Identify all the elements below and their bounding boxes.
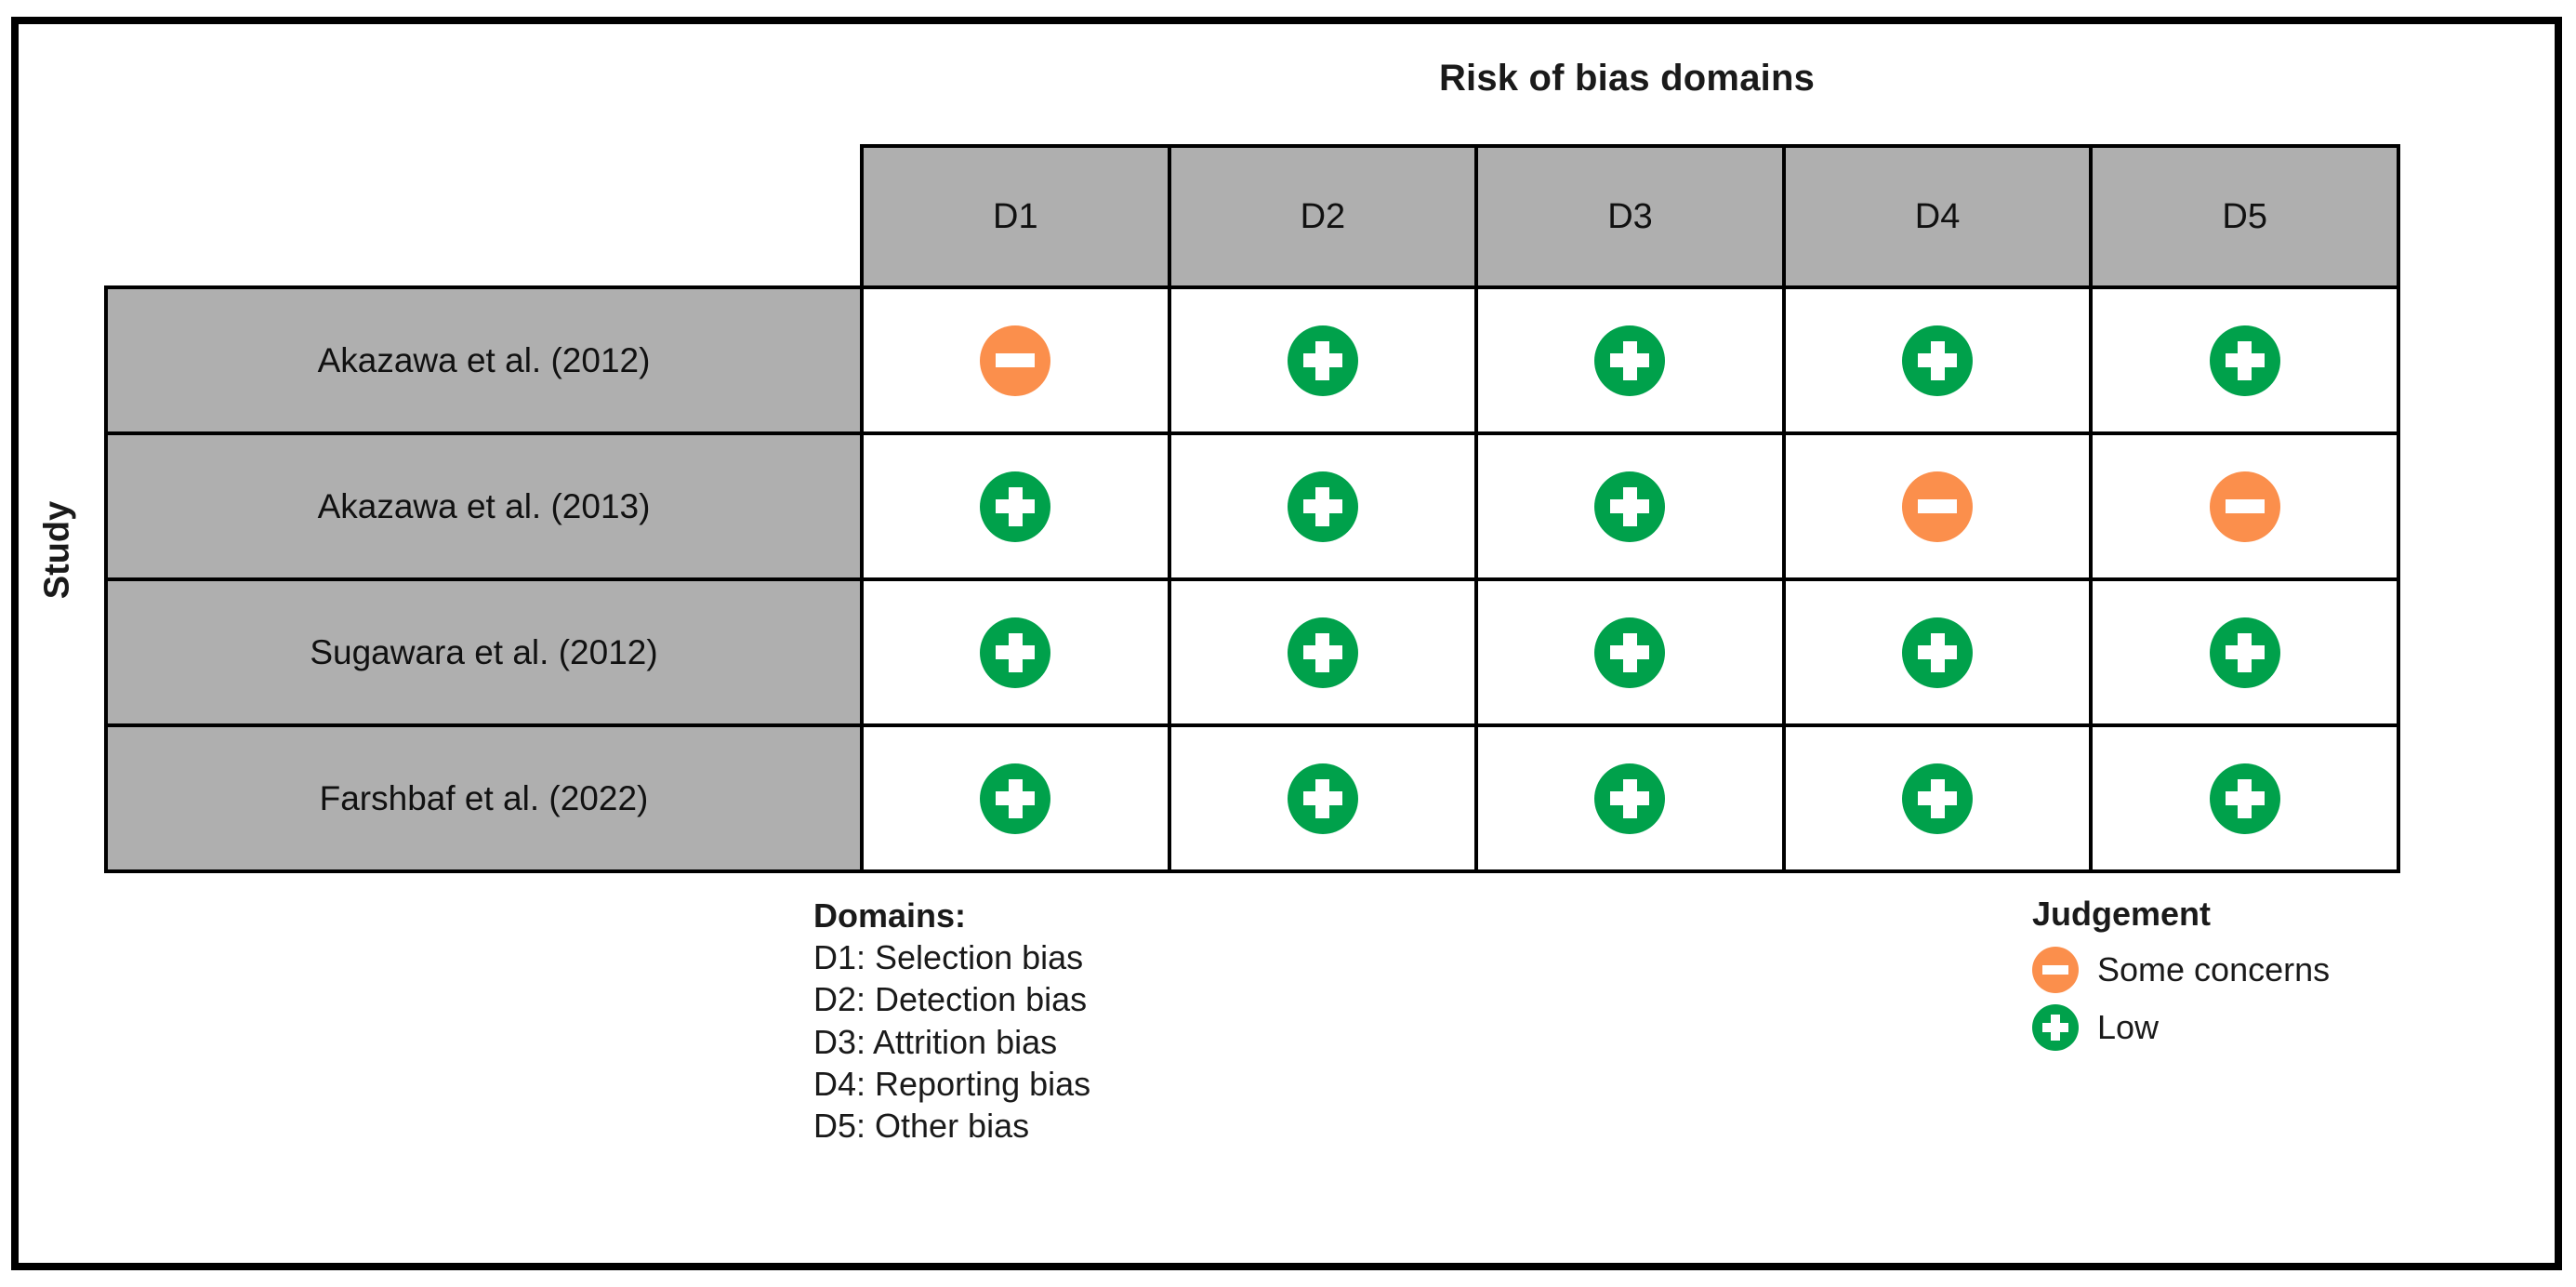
- some-concerns-icon: [2209, 471, 2280, 542]
- domains-key: Domains: D1: Selection bias D2: Detectio…: [813, 895, 1090, 1147]
- legend-label-some-concerns: Some concerns: [2097, 950, 2331, 988]
- low-risk-icon: [1287, 763, 1358, 834]
- judgement-cell[interactable]: [860, 723, 1171, 873]
- some-concerns-icon: [980, 325, 1051, 396]
- judgement-cell[interactable]: [1474, 285, 1786, 435]
- judgement-cell[interactable]: [1474, 723, 1786, 873]
- low-risk-icon: [1902, 763, 1974, 834]
- low-risk-icon: [1902, 617, 1974, 688]
- domains-key-line-d2: D2: Detection bias: [813, 980, 1088, 1019]
- table-row: Akazawa et al. (2013): [104, 431, 2400, 581]
- low-risk-icon: [1287, 617, 1358, 688]
- low-risk-icon: [1594, 325, 1666, 396]
- low-risk-icon: [2032, 1004, 2079, 1051]
- table-header-row: D1 D2 D3 D4 D5: [106, 144, 2400, 289]
- judgement-legend-heading: Judgement: [2032, 895, 2212, 933]
- domains-key-heading: Domains:: [813, 896, 967, 935]
- study-label: Sugawara et al. (2012): [104, 577, 864, 727]
- low-risk-icon: [980, 617, 1051, 688]
- column-header-d1: D1: [860, 144, 1171, 289]
- judgement-cell[interactable]: [2089, 723, 2400, 873]
- low-risk-icon: [1594, 617, 1666, 688]
- low-risk-icon: [1902, 325, 1974, 396]
- domains-key-line-d4: D4: Reporting bias: [813, 1064, 1091, 1103]
- low-risk-icon: [980, 763, 1051, 834]
- study-label: Akazawa et al. (2013): [104, 431, 864, 581]
- judgement-cell[interactable]: [1167, 431, 1479, 581]
- domains-key-line-d1: D1: Selection bias: [813, 938, 1084, 977]
- judgement-cell[interactable]: [860, 285, 1171, 435]
- header-corner-blank: [106, 146, 862, 287]
- figure-border: [11, 17, 2562, 1270]
- judgement-cell[interactable]: [1474, 577, 1786, 727]
- table-row: Akazawa et al. (2012): [104, 285, 2400, 435]
- risk-of-bias-matrix: D1 D2 D3 D4 D5 Akazawa et al. (2012): [104, 144, 2400, 873]
- judgement-cell[interactable]: [1167, 285, 1479, 435]
- low-risk-icon: [1287, 325, 1358, 396]
- column-header-d5: D5: [2089, 144, 2400, 289]
- legend-item-low: Low: [2032, 1004, 2330, 1051]
- table-row: Sugawara et al. (2012): [104, 577, 2400, 727]
- judgement-cell[interactable]: [860, 431, 1171, 581]
- low-risk-icon: [980, 471, 1051, 542]
- low-risk-icon: [1287, 471, 1358, 542]
- judgement-cell[interactable]: [2089, 577, 2400, 727]
- domains-key-line-d5: D5: Other bias: [813, 1106, 1030, 1145]
- low-risk-icon: [2209, 763, 2280, 834]
- legend-label-low: Low: [2097, 1008, 2160, 1046]
- table-body: Akazawa et al. (2012): [104, 285, 2400, 873]
- judgement-table: D1 D2 D3 D4 D5 Akazawa et al. (2012): [104, 144, 2400, 873]
- domains-key-line-d3: D3: Attrition bias: [813, 1022, 1058, 1061]
- study-label: Akazawa et al. (2012): [104, 285, 864, 435]
- judgement-cell[interactable]: [1167, 577, 1479, 727]
- some-concerns-icon: [2032, 947, 2079, 993]
- some-concerns-icon: [1902, 471, 1974, 542]
- judgement-cell[interactable]: [1167, 723, 1479, 873]
- y-axis-label: Study: [37, 500, 77, 600]
- legend-item-some-concerns: Some concerns: [2032, 947, 2330, 993]
- judgement-cell[interactable]: [1781, 723, 2094, 873]
- low-risk-icon: [2209, 325, 2280, 396]
- judgement-cell[interactable]: [2089, 431, 2400, 581]
- judgement-legend: Judgement Some concerns Low: [2032, 895, 2330, 1062]
- low-risk-icon: [1594, 763, 1666, 834]
- low-risk-icon: [2209, 617, 2280, 688]
- judgement-cell[interactable]: [1781, 285, 2094, 435]
- column-header-d3: D3: [1474, 144, 1786, 289]
- judgement-cell[interactable]: [1781, 431, 2094, 581]
- table-row: Farshbaf et al. (2022): [104, 723, 2400, 873]
- low-risk-icon: [1594, 471, 1666, 542]
- judgement-cell[interactable]: [2089, 285, 2400, 435]
- column-header-d4: D4: [1781, 144, 2094, 289]
- judgement-cell[interactable]: [860, 577, 1171, 727]
- page-title: Risk of bias domains: [1438, 58, 1816, 99]
- judgement-cell[interactable]: [1474, 431, 1786, 581]
- judgement-cell[interactable]: [1781, 577, 2094, 727]
- column-header-d2: D2: [1167, 144, 1479, 289]
- study-label: Farshbaf et al. (2022): [104, 723, 864, 873]
